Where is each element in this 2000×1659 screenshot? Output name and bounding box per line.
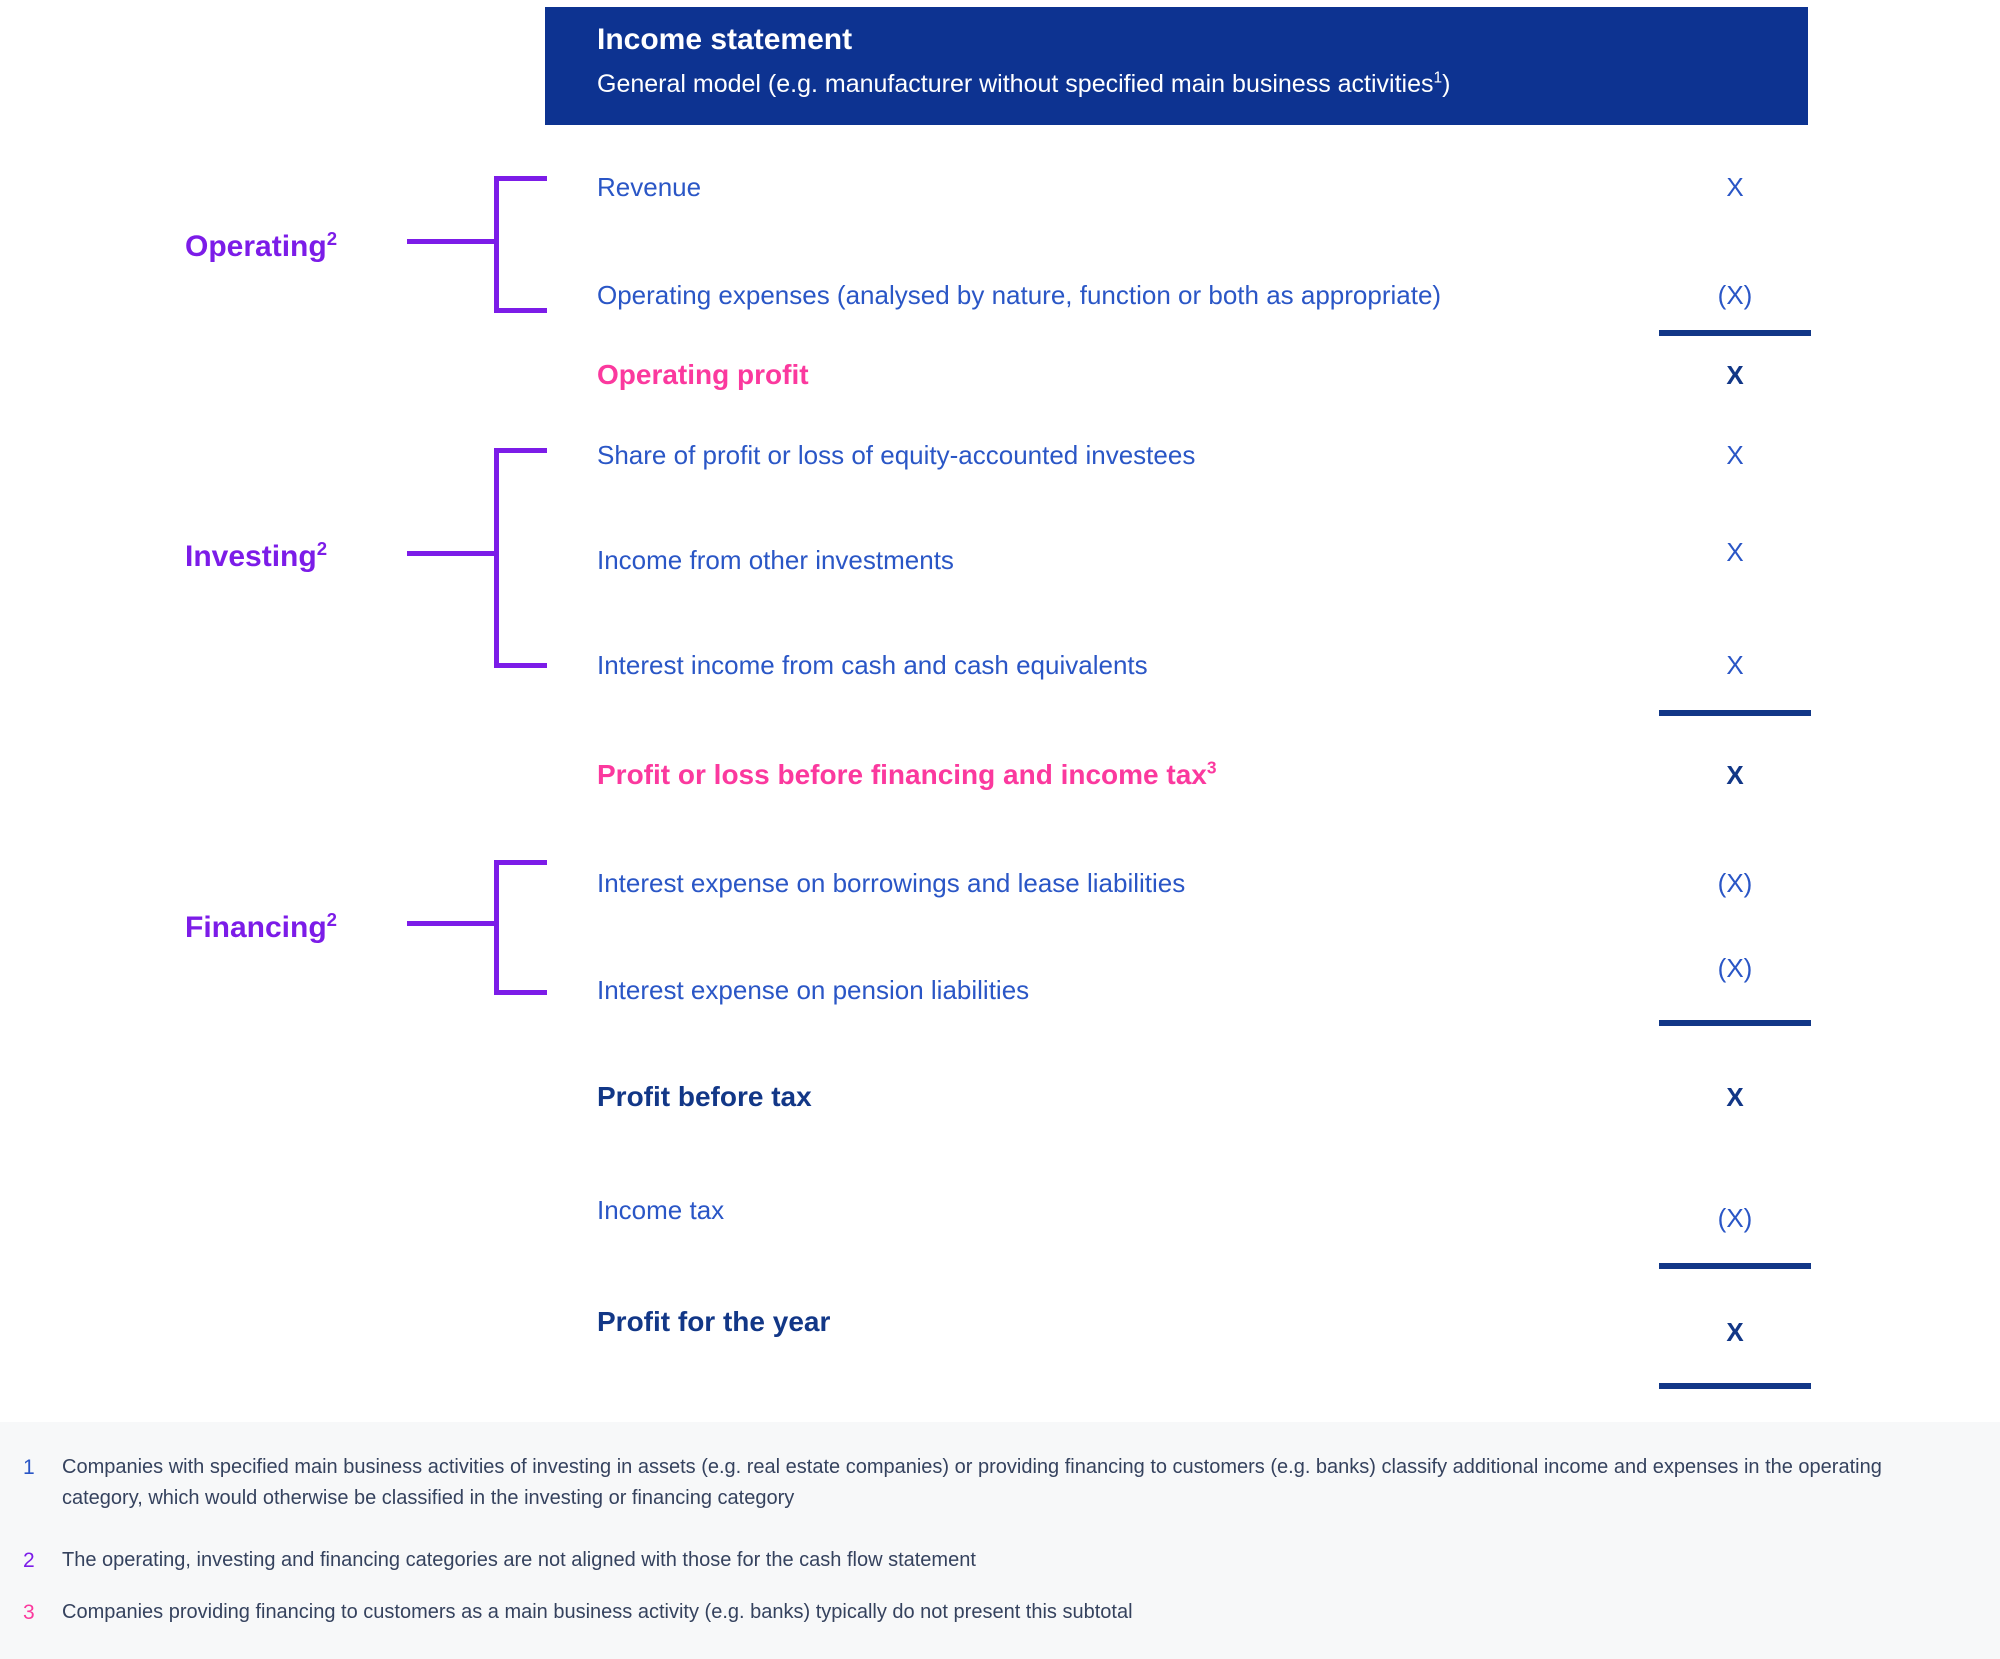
operating-bracket-line (494, 176, 499, 313)
total-rule (1659, 1383, 1811, 1389)
subtotal-rule (1659, 330, 1811, 336)
value-cell: X (1726, 537, 1744, 567)
investing-bracket-tick-bottom (494, 663, 547, 668)
row-share-of-profit-equity-investees: Share of profit or loss of equity-accoun… (0, 435, 2000, 475)
line-item-text: Operating expenses (analysed by nature, … (597, 280, 1442, 310)
page-title: Income statement (597, 23, 853, 56)
line-item-label: Interest income from cash and cash equiv… (597, 645, 1148, 685)
row-profit-for-the-year: Profit for the year X (0, 1302, 2000, 1347)
subtitle-text: General model (e.g. manufacturer without… (597, 70, 1434, 98)
category-text: Financing (185, 911, 327, 944)
value-cell: (X) (1717, 1203, 1753, 1233)
footnote-ref: 2 (326, 909, 338, 930)
subtitle-footnote-ref: 1 (1433, 69, 1443, 87)
line-item-text: Income tax (597, 1195, 725, 1225)
line-item-text: Interest income from cash and cash equiv… (597, 650, 1148, 680)
value-cell: X (1726, 172, 1744, 202)
category-text: Operating (185, 230, 327, 263)
value-cell: X (1726, 760, 1744, 790)
operating-bracket-stem (407, 239, 499, 244)
footnote-ref: 3 (1206, 757, 1217, 778)
value-cell: (X) (1717, 868, 1753, 898)
value-cell: (X) (1717, 953, 1753, 983)
row-income-tax: Income tax (X) (0, 1190, 2000, 1233)
footnote-text: The operating, investing and financing c… (62, 1549, 976, 1571)
row-operating-profit: Operating profit X (0, 355, 2000, 395)
header-banner: Income statement General model (e.g. man… (545, 7, 1808, 125)
category-label-operating: Operating2 (185, 225, 337, 269)
line-item-label: Income tax (597, 1190, 724, 1230)
category-label-investing: Investing2 (185, 535, 327, 579)
row-operating-expenses: Operating expenses (analysed by nature, … (0, 275, 2000, 315)
line-item-label: Profit or loss before financing and inco… (597, 755, 1217, 795)
subtotal-rule (1659, 1263, 1811, 1269)
line-item-text: Share of profit or loss of equity-accoun… (597, 440, 1196, 470)
subtotal-rule (1659, 710, 1811, 716)
investing-bracket-line (494, 448, 499, 668)
subtitle-close-paren: ) (1442, 70, 1451, 98)
row-interest-expense-borrowings-leases: Interest expense on borrowings and lease… (0, 863, 2000, 903)
financing-bracket-stem (407, 921, 499, 926)
financing-bracket-tick-bottom (494, 990, 547, 995)
value-cell: X (1726, 650, 1744, 680)
line-item-text: Profit or loss before financing and inco… (597, 759, 1207, 790)
financing-bracket-line (494, 860, 499, 995)
line-item-label: Profit before tax (597, 1077, 812, 1117)
line-item-text: Revenue (597, 172, 702, 202)
row-interest-expense-pension: Interest expense on pension liabilities … (0, 953, 2000, 1010)
operating-bracket-tick-top (494, 176, 547, 181)
footnote-marker: 2 (23, 1549, 35, 1572)
row-profit-before-financing-and-income-tax: Profit or loss before financing and inco… (0, 755, 2000, 795)
line-item-label: Interest expense on pension liabilities (597, 970, 1029, 1010)
financing-bracket-tick-top (494, 860, 547, 865)
line-item-label: Operating profit (597, 355, 809, 395)
investing-bracket-stem (407, 551, 499, 556)
footnotes-panel (0, 1422, 2000, 1659)
page-subtitle: General model (e.g. manufacturer without… (597, 69, 1808, 99)
line-item-text: Interest expense on pension liabilities (597, 975, 1030, 1005)
footnote-text: Companies with specified main business a… (62, 1456, 1882, 1509)
footnote-ref: 2 (316, 538, 328, 559)
footnote-text: Companies providing financing to custome… (62, 1601, 1133, 1623)
line-item-label: Operating expenses (analysed by nature, … (597, 275, 1441, 315)
value-cell: X (1726, 440, 1744, 470)
row-revenue: Revenue X (0, 167, 2000, 207)
value-cell: (X) (1717, 280, 1753, 310)
value-cell: X (1726, 1082, 1744, 1112)
row-interest-income-cash-equivalents: Interest income from cash and cash equiv… (0, 645, 2000, 685)
line-item-label: Income from other investments (597, 540, 954, 580)
row-profit-before-tax: Profit before tax X (0, 1077, 2000, 1117)
subtotal-rule (1659, 1020, 1811, 1026)
line-item-text: Operating profit (597, 359, 809, 390)
investing-bracket-tick-top (494, 448, 547, 453)
footnote-marker: 1 (23, 1456, 35, 1479)
footnote-marker: 3 (23, 1601, 35, 1624)
value-cell: X (1726, 360, 1744, 390)
line-item-label: Interest expense on borrowings and lease… (597, 863, 1185, 903)
row-income-from-other-investments: Income from other investments X (0, 537, 2000, 580)
category-label-financing: Financing2 (185, 906, 337, 950)
line-item-text: Profit before tax (597, 1081, 812, 1112)
operating-bracket-tick-bottom (494, 308, 547, 313)
line-item-text: Interest expense on borrowings and lease… (597, 868, 1186, 898)
line-item-label: Share of profit or loss of equity-accoun… (597, 435, 1195, 475)
category-text: Investing (185, 540, 317, 573)
line-item-label: Revenue (597, 167, 701, 207)
footnote-ref: 2 (326, 228, 338, 249)
line-item-text: Income from other investments (597, 545, 954, 575)
line-item-text: Profit for the year (597, 1306, 831, 1337)
value-cell: X (1726, 1317, 1744, 1347)
line-item-label: Profit for the year (597, 1302, 830, 1342)
